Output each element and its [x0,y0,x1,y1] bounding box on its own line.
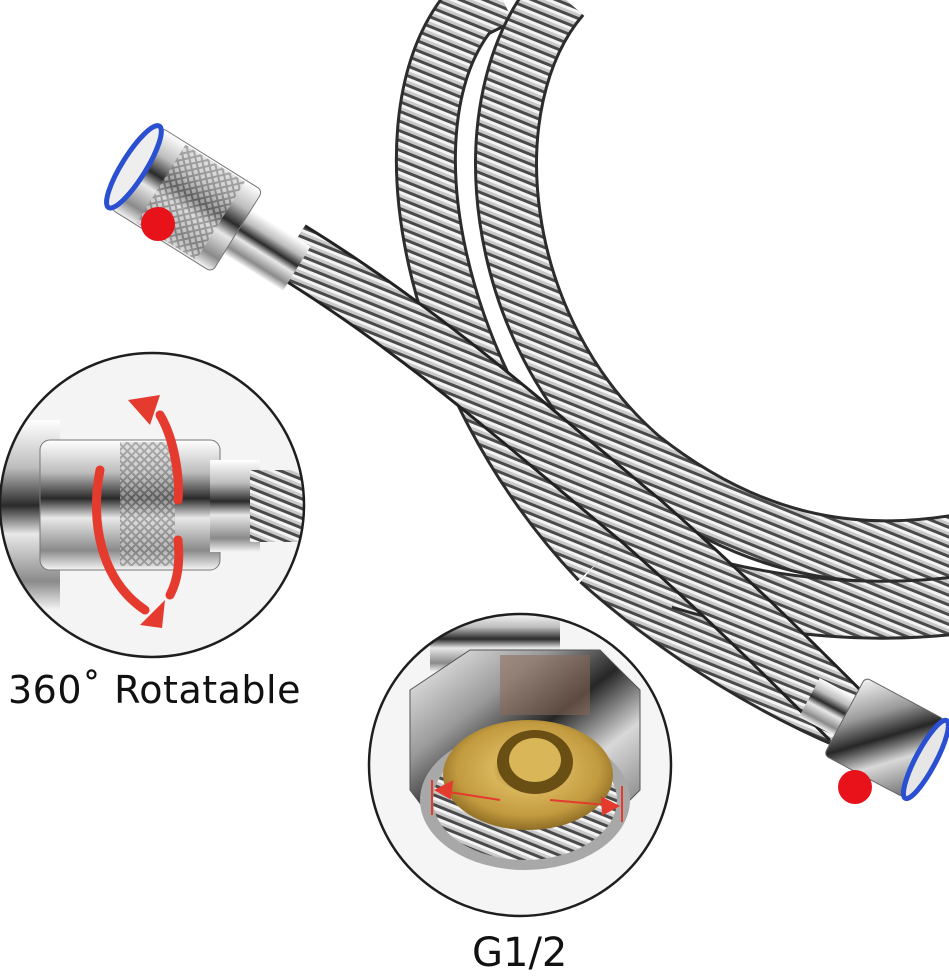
thread-size-caption: G1/2 [472,930,568,976]
red-dot-marker [141,207,175,241]
red-dot-marker [838,770,872,804]
thread-detail-inset [367,612,673,918]
rotatable-caption: 360˚ Rotatable [8,668,301,712]
rotatable-detail-inset [0,351,306,659]
shower-hose [274,0,949,749]
dimension-arrows-icon [431,780,623,822]
rotate-arrows-icon [91,395,184,628]
top-left-fitting [104,123,311,291]
